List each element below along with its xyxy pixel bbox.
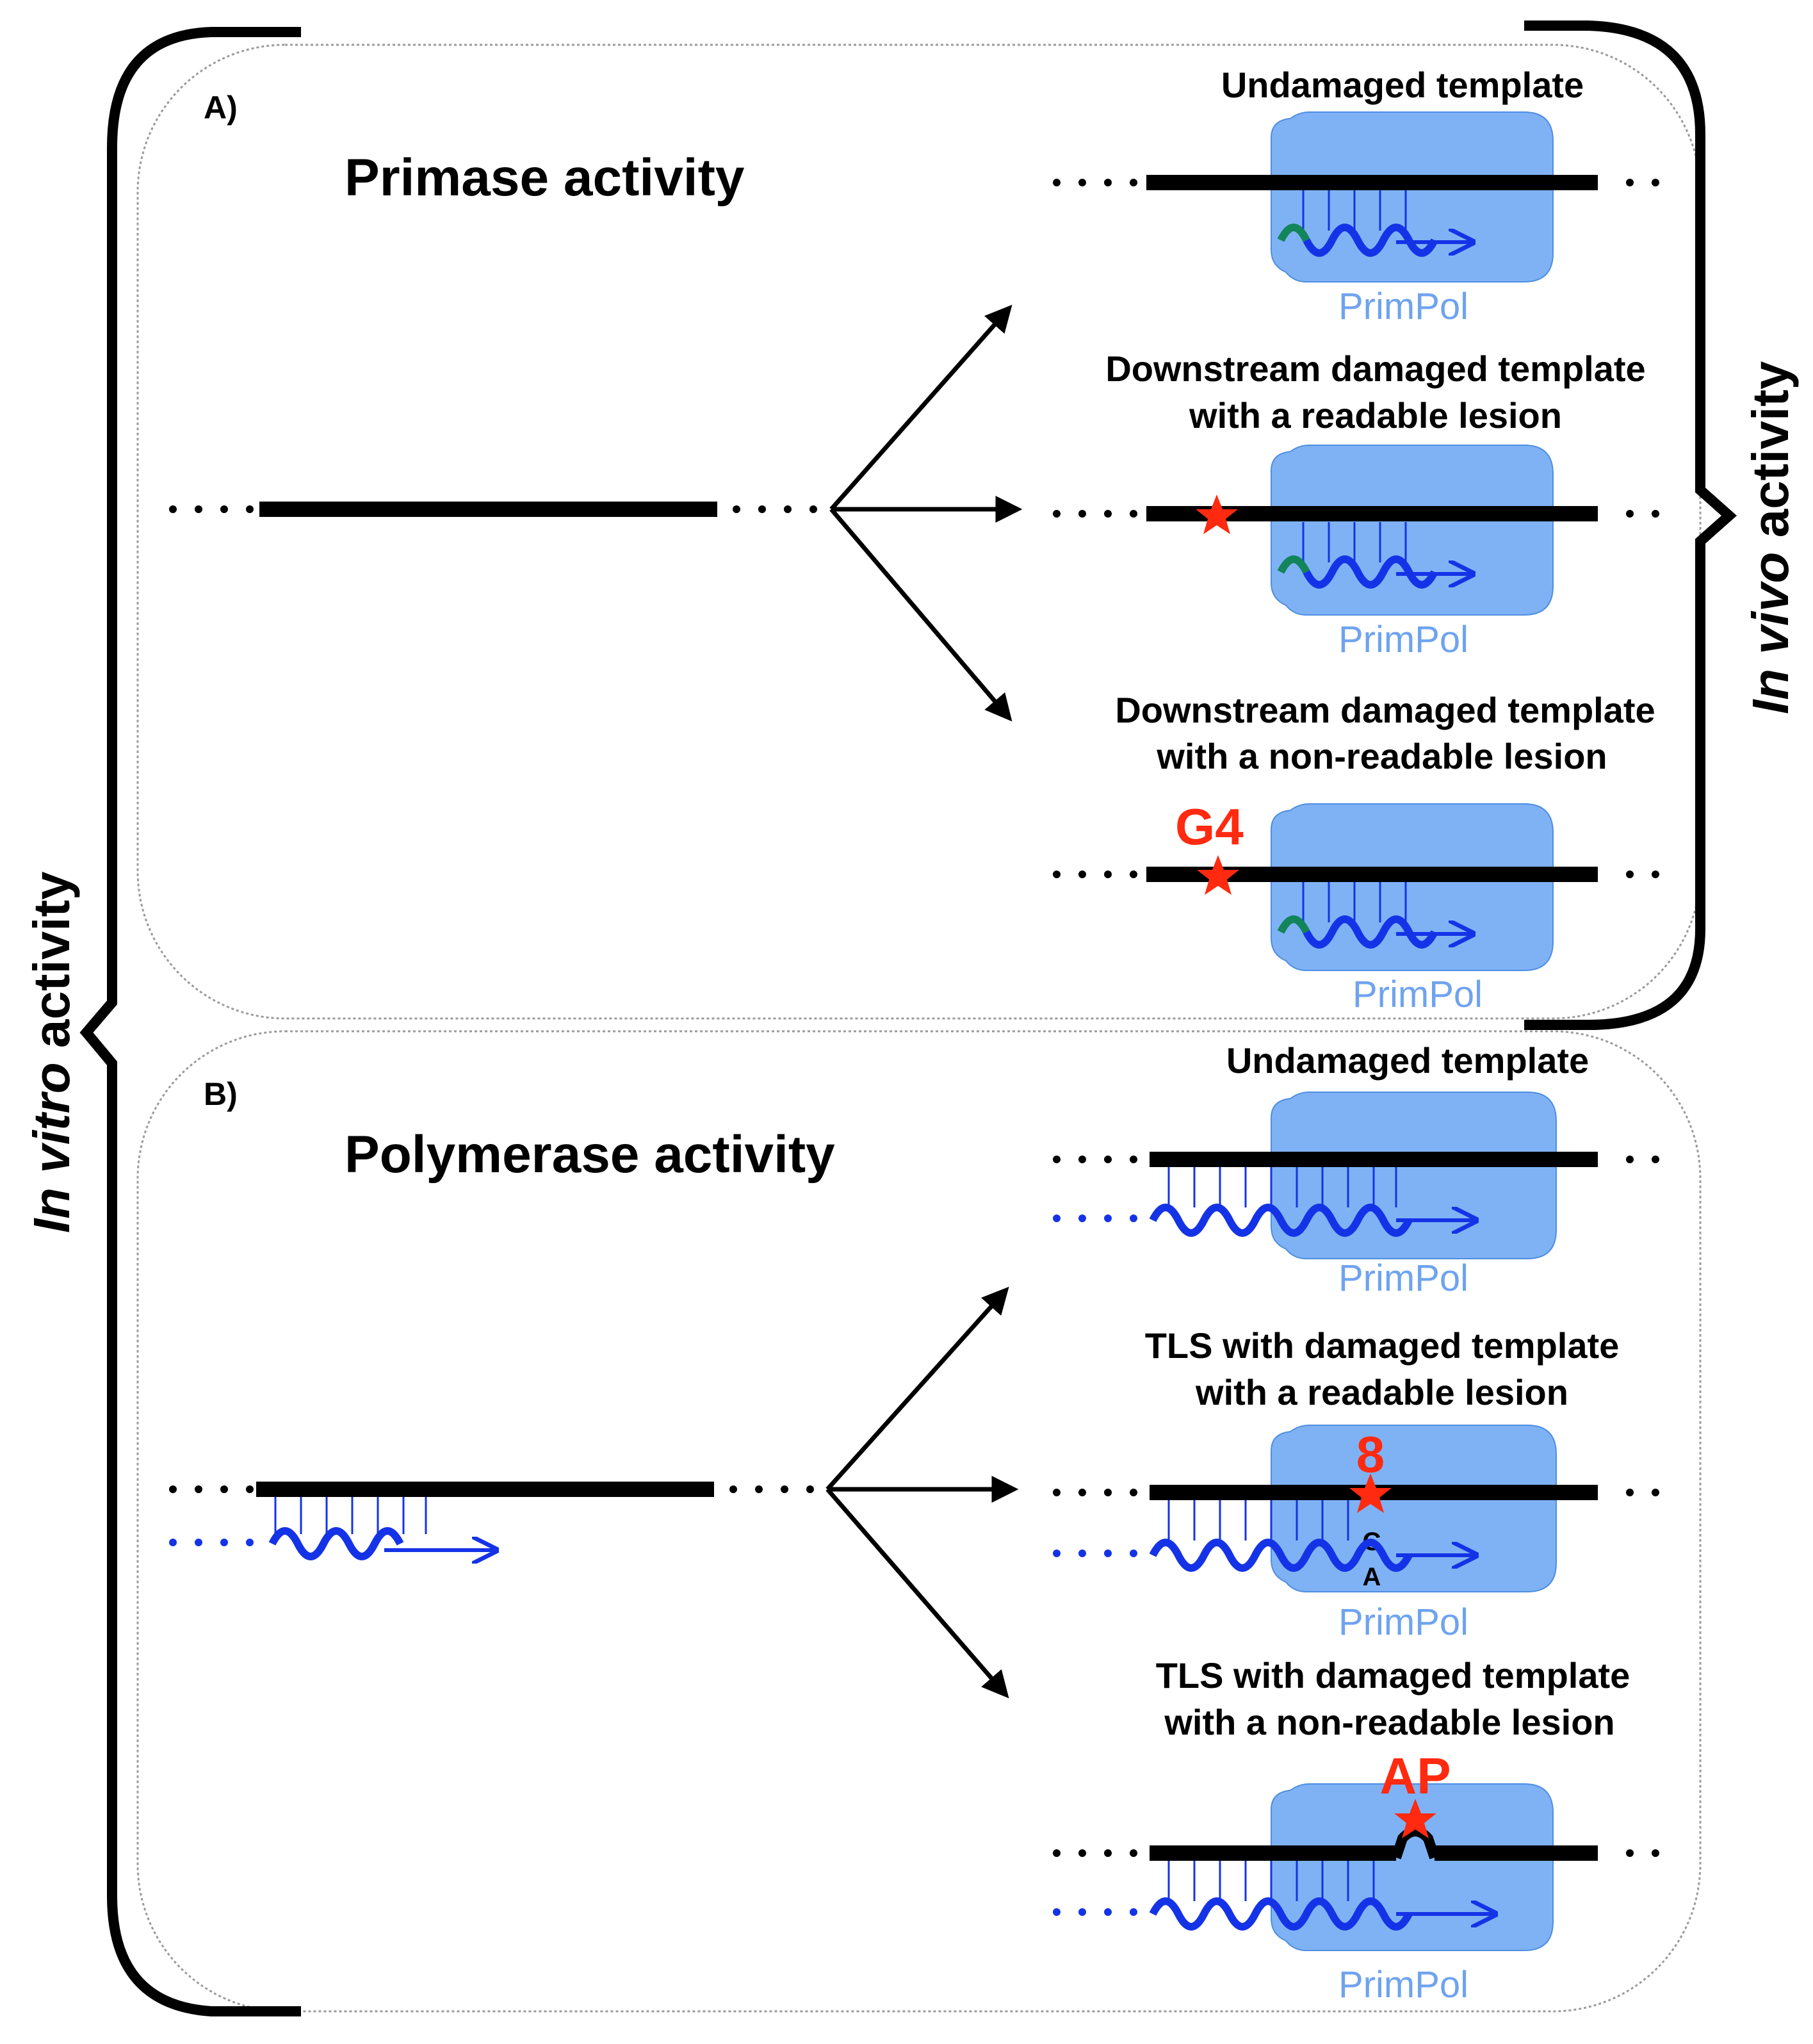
b1-enzyme-label: PrimPol bbox=[1338, 1257, 1468, 1299]
b3-enzyme-label: PrimPol bbox=[1338, 1964, 1468, 2006]
panel-a-title: Primase activity bbox=[345, 149, 745, 207]
a1-enzyme-label: PrimPol bbox=[1338, 286, 1468, 327]
a2-title-line1: Downstream damaged template bbox=[1105, 348, 1645, 389]
a-outcome-undamaged: Undamaged template PrimPol bbox=[1053, 65, 1685, 327]
panel-b-title: Polymerase activity bbox=[345, 1125, 835, 1184]
ap-lesion-label: AP bbox=[1379, 1747, 1451, 1804]
b2-title-line2: with a readable lesion bbox=[1195, 1372, 1568, 1412]
a1-title: Undamaged template bbox=[1221, 65, 1584, 105]
a3-title-line2: with a non-readable lesion bbox=[1156, 736, 1607, 776]
lesion-star bbox=[1349, 1473, 1392, 1513]
primpol-enzyme bbox=[1271, 1091, 1557, 1259]
a2-title-line2: with a readable lesion bbox=[1189, 395, 1562, 436]
b3-title-line1: TLS with damaged template bbox=[1156, 1655, 1630, 1696]
panel-a-frame bbox=[136, 44, 1702, 1020]
in-vitro-label: In vitro activity bbox=[23, 871, 80, 1233]
b2-title-line1: TLS with damaged template bbox=[1145, 1325, 1620, 1366]
g4-lesion-label: G4 bbox=[1175, 798, 1244, 855]
base-a-label: A bbox=[1363, 1563, 1381, 1591]
panel-b-fork-arrows bbox=[825, 1286, 1019, 1699]
primpol-enzyme bbox=[1271, 803, 1554, 971]
primpol-enzyme bbox=[1271, 445, 1554, 616]
primpol-enzyme bbox=[1271, 1425, 1557, 1592]
a3-title-line1: Downstream damaged template bbox=[1115, 690, 1655, 730]
panel-b-letter: B) bbox=[204, 1076, 238, 1112]
panel-a-letter: A) bbox=[204, 90, 238, 126]
b3-title-line2: with a non-readable lesion bbox=[1164, 1702, 1614, 1742]
lesion-star bbox=[1197, 855, 1239, 895]
b-outcome-readable: TLS with damaged template with a readabl… bbox=[1053, 1325, 1685, 1643]
b1-title: Undamaged template bbox=[1226, 1040, 1589, 1081]
in-vitro-bracket bbox=[79, 27, 301, 2016]
b2-enzyme-label: PrimPol bbox=[1338, 1601, 1468, 1643]
b-outcome-non-readable: TLS with damaged template with a non-rea… bbox=[1053, 1655, 1685, 2006]
in-vivo-bracket bbox=[1524, 20, 1737, 1030]
a-outcome-non-readable: Downstream damaged template with a non-r… bbox=[1053, 690, 1685, 1015]
a-outcome-readable: Downstream damaged template with a reada… bbox=[1053, 348, 1685, 660]
lesion-star bbox=[1196, 495, 1238, 534]
panel-a-fork-arrows bbox=[829, 304, 1023, 722]
a3-enzyme-label: PrimPol bbox=[1353, 974, 1483, 1015]
b-outcome-undamaged: Undamaged template PrimPol bbox=[1053, 1040, 1685, 1299]
in-vivo-label: In vivo activity bbox=[1742, 361, 1799, 714]
panel-b-frame bbox=[136, 1030, 1702, 2013]
a2-enzyme-label: PrimPol bbox=[1338, 619, 1468, 660]
panel-b-source-template bbox=[169, 1482, 827, 1557]
primpol-enzyme bbox=[1271, 111, 1554, 282]
lesion-star bbox=[1394, 1799, 1436, 1838]
